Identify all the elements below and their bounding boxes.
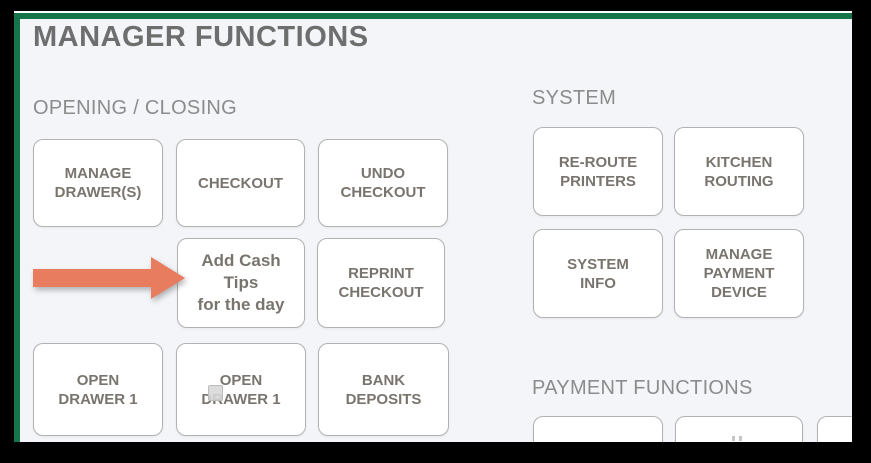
open-drawer-1-button-duplicate[interactable]: OPEN DRAWER 1: [176, 343, 306, 436]
kitchen-routing-button[interactable]: KITCHEN ROUTING: [674, 127, 804, 216]
section-label-payment-functions: PAYMENT FUNCTIONS: [532, 377, 753, 399]
manager-functions-screen: MANAGER FUNCTIONS OPENING / CLOSING MANA…: [14, 13, 852, 442]
payment-function-button-partial-1[interactable]: [533, 416, 663, 442]
arrow-shaft: [33, 269, 155, 287]
bank-deposits-button[interactable]: BANK DEPOSITS: [318, 343, 449, 436]
section-label-opening-closing: OPENING / CLOSING: [33, 97, 238, 119]
manage-payment-device-button[interactable]: MANAGE PAYMENT DEVICE: [674, 229, 804, 318]
window-top-edge: [14, 11, 852, 13]
cut-off-button-text: [732, 436, 735, 441]
manage-drawers-button[interactable]: MANAGE DRAWER(S): [33, 139, 163, 227]
open-drawer-1-button[interactable]: OPEN DRAWER 1: [33, 343, 163, 436]
section-label-system: SYSTEM: [532, 87, 617, 109]
cursor-artifact: [208, 385, 223, 401]
page-title: MANAGER FUNCTIONS: [33, 21, 369, 53]
add-cash-tips-button[interactable]: Add Cash Tips for the day: [177, 238, 305, 328]
annotation-arrow-icon: [33, 257, 185, 299]
re-route-printers-button[interactable]: RE-ROUTE PRINTERS: [533, 127, 663, 216]
system-info-button[interactable]: SYSTEM INFO: [533, 229, 663, 318]
undo-checkout-button[interactable]: UNDO CHECKOUT: [318, 139, 448, 227]
payment-function-button-partial-2[interactable]: [675, 416, 803, 442]
payment-function-button-partial-3[interactable]: [817, 416, 852, 442]
reprint-checkout-button[interactable]: REPRINT CHECKOUT: [317, 238, 445, 328]
checkout-button[interactable]: CHECKOUT: [176, 139, 305, 227]
